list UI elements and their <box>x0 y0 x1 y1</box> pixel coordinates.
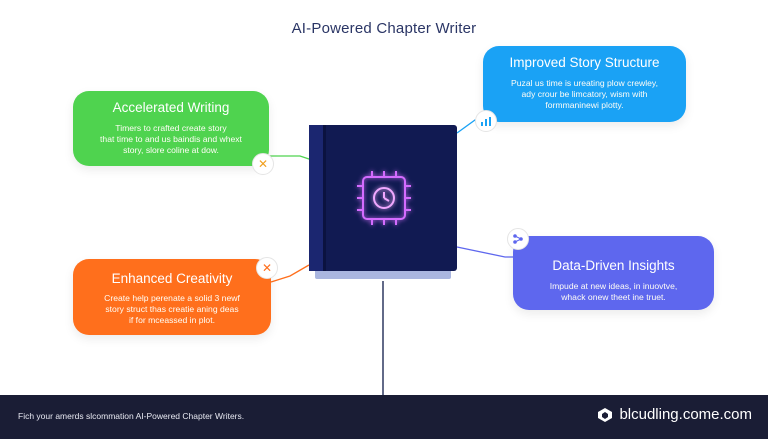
node-improved-story-structure: Improved Story Structure Puzal us time i… <box>483 46 686 122</box>
share-nodes-icon <box>507 228 529 250</box>
node-text-line: that time to and us baindis and whext <box>100 134 242 144</box>
central-book <box>309 125 457 279</box>
node-text-line: ady crour be limcatory, wism with <box>521 89 648 99</box>
node-text-line: if for mceassed in plot. <box>129 315 215 325</box>
node-title: Accelerated Writing <box>112 100 230 115</box>
node-text-line: formmaninewi plotty. <box>545 100 624 110</box>
node-accelerated-writing: Accelerated Writing Timers to crafted cr… <box>73 91 269 166</box>
connector-accelerated <box>269 155 313 161</box>
pencil-cross-icon: ✕ <box>256 257 278 279</box>
node-enhanced-creativity: Enhanced Creativity Create help perenate… <box>73 259 271 335</box>
node-title: Enhanced Creativity <box>111 271 233 286</box>
footer-bar: Fich your amerds slcommation AI-Powered … <box>0 395 768 439</box>
bar-chart-icon <box>475 110 497 132</box>
tools-cross-icon: ✕ <box>252 153 274 175</box>
node-title: Data-Driven Insights <box>552 258 675 273</box>
connector-creativity <box>270 264 310 283</box>
brand-logo-icon <box>598 407 613 422</box>
node-text-line: story, slore coline at dow. <box>123 145 219 155</box>
node-text-line: Create help perenate a solid 3 newf <box>104 293 240 303</box>
node-text-line: Impude at new ideas, in inuovtve, <box>549 281 678 291</box>
node-text-line: Puzal us time is ureating plow crewley, <box>511 78 658 88</box>
node-text-line: whack onew theet ine truet. <box>561 292 666 302</box>
chip-clock-icon <box>357 171 411 225</box>
diagram-title: AI-Powered Chapter Writer <box>291 20 477 37</box>
node-text-line: Timers to crafted create story <box>115 123 227 133</box>
node-data-driven-insights: Data-Driven Insights Impude at new ideas… <box>513 236 714 310</box>
brand-name: blcudling.come.com <box>619 406 752 423</box>
footer-text: Fich your amerds slcommation AI-Powered … <box>18 411 245 421</box>
node-title: Improved Story Structure <box>509 55 660 70</box>
node-text-line: story struct thas creatie aning deas <box>105 304 239 314</box>
connector-insights <box>456 246 515 258</box>
brand[interactable]: blcudling.come.com <box>597 406 752 423</box>
